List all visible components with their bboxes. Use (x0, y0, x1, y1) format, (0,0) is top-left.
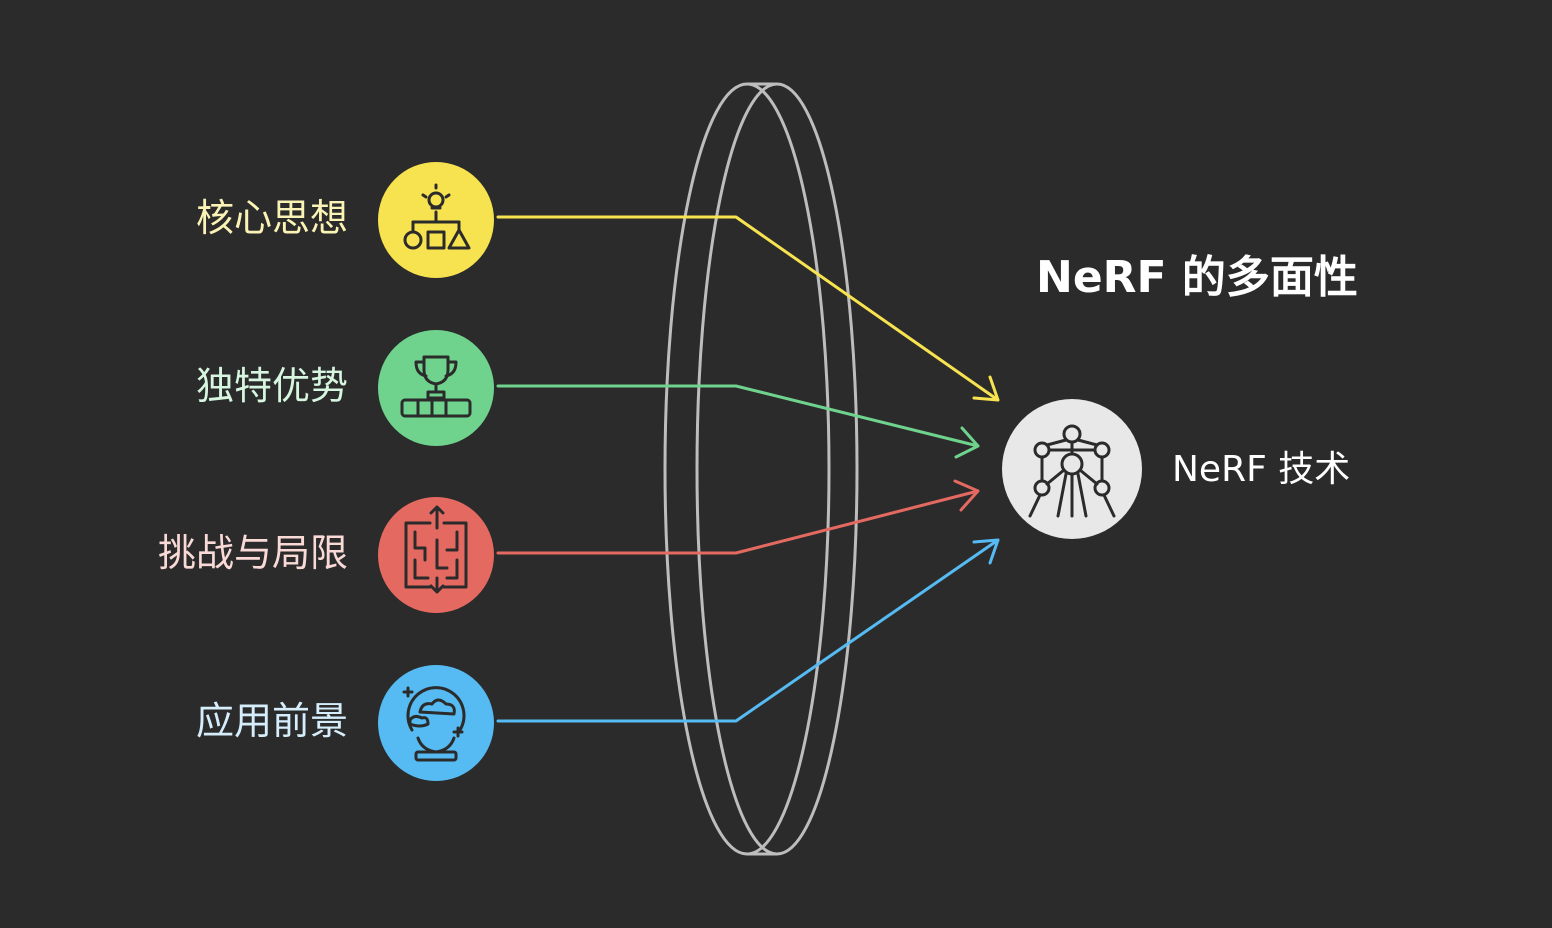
idea-flow-icon (403, 183, 471, 250)
target-label: NeRF 技术 (1172, 449, 1351, 490)
diagram-title: NeRF 的多面性 (1036, 252, 1358, 303)
lens (663, 82, 859, 856)
lens-front-rim (663, 82, 831, 856)
target-circle (1002, 399, 1142, 539)
input-node-4 (378, 665, 494, 781)
connectors (496, 215, 1000, 723)
lens-back-rim (695, 82, 859, 856)
input-label-core-idea: 核心思想 (195, 196, 348, 240)
connector-arrow (496, 215, 1000, 402)
input-node-2 (378, 330, 494, 446)
connector-arrow (496, 479, 980, 555)
trophy-icon (400, 355, 472, 418)
target-node (1002, 399, 1142, 539)
input-circle (378, 665, 494, 781)
atomium-icon (1028, 424, 1116, 518)
input-label-applications: 应用前景 (195, 699, 348, 743)
input-label-advantages: 独特优势 (195, 364, 348, 408)
connector-arrow (496, 538, 1000, 723)
crystal-ball-icon (402, 686, 466, 762)
connector-arrow (496, 384, 980, 459)
maze-icon (404, 505, 468, 594)
input-label-challenges: 挑战与局限 (157, 531, 348, 575)
input-node-1 (378, 162, 494, 278)
input-node-3 (378, 497, 494, 613)
